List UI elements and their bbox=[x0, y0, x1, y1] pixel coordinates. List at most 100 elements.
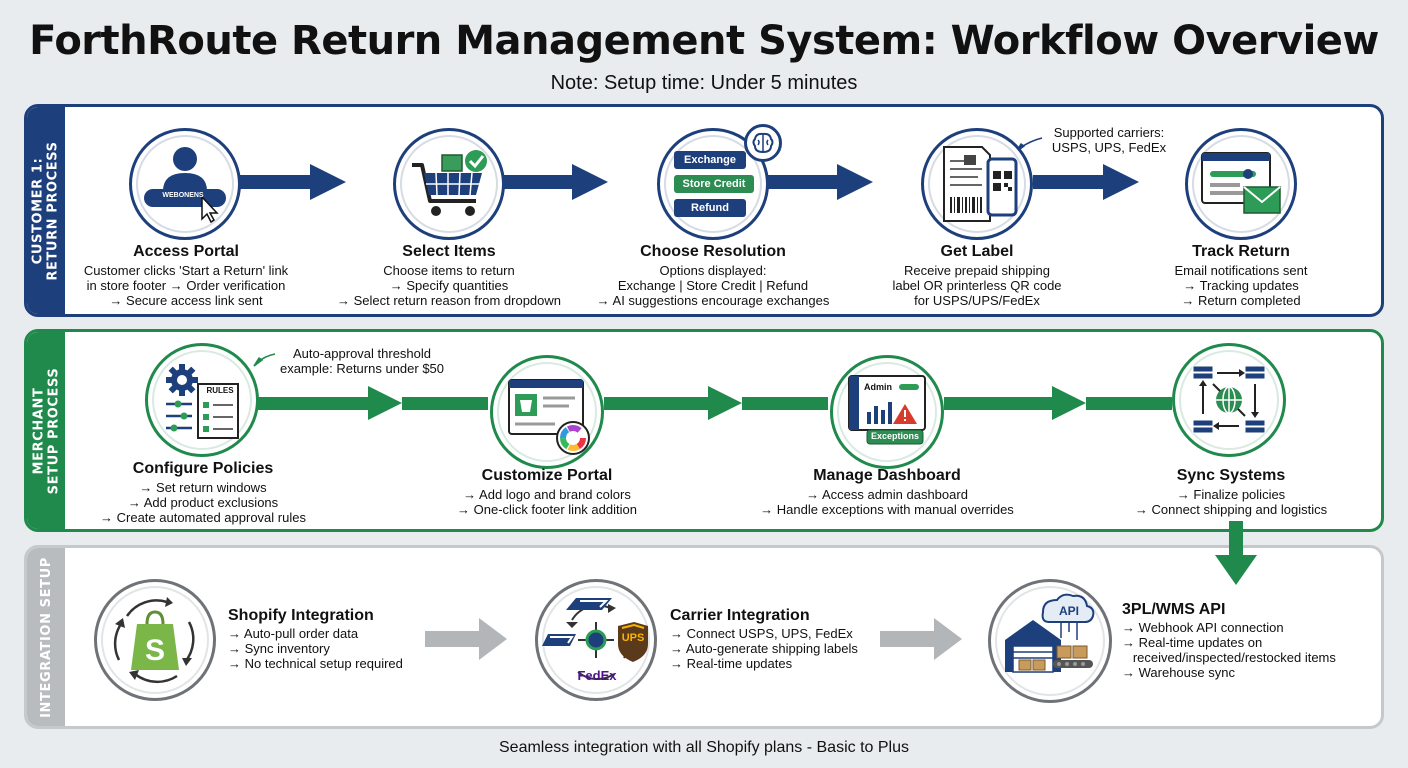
step-line: → Access admin dashboard bbox=[806, 487, 968, 502]
note-supported-carriers: Supported carriers: USPS, UPS, FedEx bbox=[1046, 125, 1172, 155]
note-line: example: Returns under $50 bbox=[279, 361, 445, 376]
ups-logo-label: UPS bbox=[621, 632, 645, 644]
step-sync-systems: Sync Systems → Finalize policies → Conne… bbox=[1118, 467, 1344, 517]
step-line: Exchange | Store Credit | Refund bbox=[617, 278, 809, 293]
step-line: → One-click footer link addition bbox=[457, 502, 637, 517]
step-line: → Sync inventory bbox=[228, 641, 330, 656]
step-line: Email notifications sent bbox=[1174, 263, 1308, 278]
step-line: → Connect USPS, UPS, FedEx bbox=[670, 626, 853, 641]
step-title: Customize Portal bbox=[481, 467, 613, 484]
step-line: → Add logo and brand colors bbox=[463, 487, 631, 502]
lane-merchant-setup-process: MERCHANT SETUP PROCESS bbox=[24, 329, 1384, 532]
brain-svg bbox=[752, 132, 774, 154]
step-line: → Connect shipping and logistics bbox=[1134, 502, 1328, 517]
step-line: → Finalize policies bbox=[1176, 487, 1286, 502]
shopify-sync-icon: S bbox=[94, 579, 216, 701]
tracking-email-icon bbox=[1185, 128, 1297, 240]
lane-tab-integration: INTEGRATION SETUP bbox=[27, 548, 65, 726]
shopify-svg: S bbox=[113, 597, 195, 684]
step-line: received/inspected/restocked items bbox=[1122, 650, 1336, 665]
fedex-logo-label: FedEx bbox=[577, 668, 617, 683]
note-line: USPS, UPS, FedEx bbox=[1051, 140, 1167, 155]
portal-branding-icon bbox=[490, 355, 604, 469]
step-line: → Auto-generate shipping labels bbox=[670, 641, 858, 656]
sync-network-icon bbox=[1172, 343, 1286, 457]
step-line: → Select return reason from dropdown bbox=[337, 293, 561, 308]
admin-badge: Admin bbox=[864, 382, 892, 392]
user-portal-svg bbox=[144, 147, 226, 224]
step-3pl-wms-api: 3PL/WMS API → Webhook API connection → R… bbox=[1122, 601, 1362, 680]
step-title: Sync Systems bbox=[1176, 467, 1286, 484]
step-configure-policies: Configure Policies → Set return windows … bbox=[80, 460, 326, 525]
step-title: Track Return bbox=[1192, 243, 1290, 260]
dashboard-svg bbox=[848, 375, 926, 445]
page-subtitle: Note: Setup time: Under 5 minutes bbox=[550, 72, 858, 94]
lane-integration-setup: INTEGRATION SETUP bbox=[24, 545, 1384, 729]
step-line: in store footer → Order verification bbox=[86, 278, 286, 293]
policy-svg bbox=[166, 364, 239, 439]
step-line: → Auto-pull order data bbox=[228, 626, 359, 641]
exceptions-badge: Exceptions bbox=[870, 431, 919, 441]
step-select-items: Select Items Choose items to return → Sp… bbox=[329, 243, 569, 308]
step-line: label OR printerless QR code bbox=[892, 278, 1062, 293]
step-title: Select Items bbox=[402, 243, 496, 260]
step-carrier-integration: Carrier Integration → Connect USPS, UPS,… bbox=[670, 607, 880, 671]
step-line: → Real-time updates on bbox=[1122, 635, 1263, 650]
option-store-credit: Store Credit bbox=[674, 175, 754, 193]
tracking-svg bbox=[1201, 152, 1281, 214]
step-customize-portal: Customize Portal → Add logo and brand co… bbox=[437, 467, 657, 517]
admin-dashboard-icon: Admin Exceptions bbox=[830, 355, 944, 469]
step-line: → Handle exceptions with manual override… bbox=[760, 502, 1014, 517]
lane-label-integration: INTEGRATION SETUP bbox=[38, 556, 54, 718]
lane-label-merchant: MERCHANT SETUP PROCESS bbox=[31, 367, 61, 494]
note-line: Auto-approval threshold bbox=[292, 346, 432, 361]
lane-label-customer: CUSTOMER 1: RETURN PROCESS bbox=[31, 140, 62, 281]
step-line: → Webhook API connection bbox=[1122, 620, 1284, 635]
step-title: Carrier Integration bbox=[670, 607, 810, 624]
step-line: Options displayed: bbox=[659, 263, 767, 278]
cart-svg bbox=[412, 150, 487, 216]
step-line: → Real-time updates bbox=[670, 656, 793, 671]
warehouse-svg bbox=[1005, 593, 1095, 673]
portal-badge: WEBONENS bbox=[162, 192, 204, 199]
lane-tab-customer: CUSTOMER 1: RETURN PROCESS bbox=[27, 107, 65, 314]
step-line: → Tracking updates bbox=[1183, 278, 1299, 293]
api-badge: API bbox=[1058, 604, 1079, 618]
step-title: Shopify Integration bbox=[228, 607, 374, 624]
step-title: Manage Dashboard bbox=[813, 467, 961, 484]
policy-rules-gear-icon: RULES bbox=[145, 343, 259, 457]
carrier-logos-icon: UPS FedEx bbox=[535, 579, 657, 701]
step-track-return: Track Return Email notifications sent → … bbox=[1141, 243, 1341, 308]
step-line: → Secure access link sent bbox=[109, 293, 263, 308]
step-get-label: Get Label Receive prepaid shipping label… bbox=[867, 243, 1087, 308]
step-shopify-integration: Shopify Integration → Auto-pull order da… bbox=[228, 607, 428, 671]
step-manage-dashboard: Manage Dashboard → Access admin dashboar… bbox=[740, 467, 1034, 517]
step-line: → AI suggestions encourage exchanges bbox=[596, 293, 830, 308]
step-title: Get Label bbox=[940, 243, 1014, 260]
carrier-svg bbox=[542, 598, 648, 681]
shopping-cart-check-icon bbox=[393, 128, 505, 240]
step-line: Customer clicks 'Start a Return' link bbox=[83, 263, 289, 278]
user-portal-icon: WEBONENS bbox=[129, 128, 241, 240]
step-choose-resolution: Choose Resolution Options displayed: Exc… bbox=[584, 243, 842, 308]
step-title: Access Portal bbox=[133, 243, 239, 260]
page-title: ForthRoute Return Management System: Wor… bbox=[29, 18, 1379, 64]
step-line: → Specify quantities bbox=[389, 278, 509, 293]
step-line: → No technical setup required bbox=[228, 656, 403, 671]
warehouse-api-icon: API bbox=[988, 579, 1112, 703]
step-access-portal: Access Portal Customer clicks 'Start a R… bbox=[70, 243, 302, 308]
step-line: → Return completed bbox=[1181, 293, 1301, 308]
note-auto-approval: Auto-approval threshold example: Returns… bbox=[272, 346, 452, 376]
step-line: for USPS/UPS/FedEx bbox=[914, 293, 1040, 308]
branding-svg bbox=[508, 379, 590, 455]
step-line: Choose items to return bbox=[383, 263, 515, 278]
step-line: → Add product exclusions bbox=[127, 495, 279, 510]
ai-brain-icon bbox=[744, 124, 782, 162]
label-svg bbox=[943, 146, 1018, 222]
step-line: → Set return windows bbox=[139, 480, 267, 495]
rules-badge: RULES bbox=[206, 386, 234, 395]
step-line: Receive prepaid shipping bbox=[904, 263, 1050, 278]
step-title: Choose Resolution bbox=[640, 243, 786, 260]
page-footer: Seamless integration with all Shopify pl… bbox=[499, 739, 909, 756]
svg-text:S: S bbox=[145, 634, 165, 667]
